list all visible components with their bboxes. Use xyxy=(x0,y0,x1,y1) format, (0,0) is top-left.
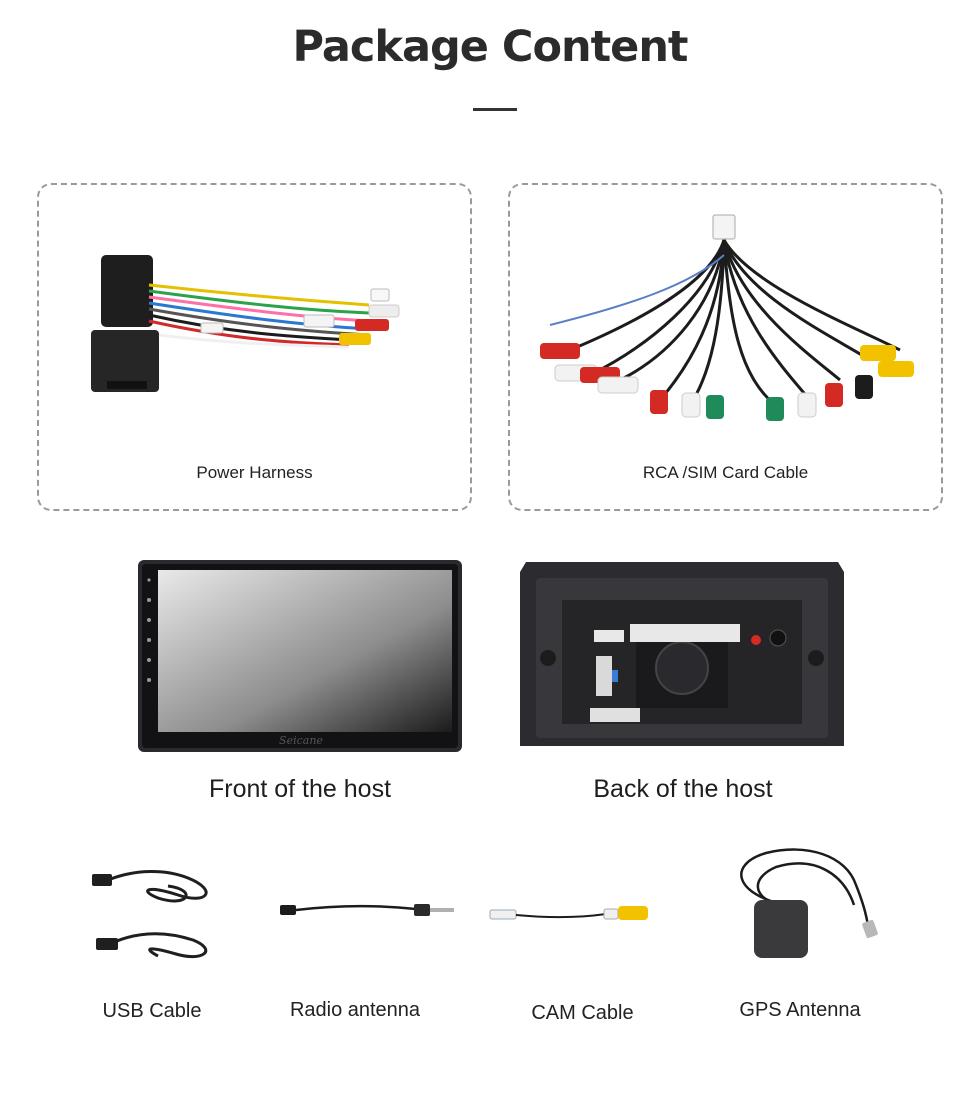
usb-cable-label: USB Cable xyxy=(102,1000,202,1022)
title-underline xyxy=(473,108,517,111)
page-title: Package Content xyxy=(292,22,689,72)
back-host-label: Back of the host xyxy=(593,775,773,803)
rca-sim-card: RCA /SIM Card Cable xyxy=(508,183,943,511)
usb-cable-image xyxy=(88,850,218,965)
power-harness-image xyxy=(91,255,400,392)
power-harness-card: Power Harness xyxy=(37,183,472,511)
host-brand: Seicane xyxy=(279,734,323,747)
power-harness-label: Power Harness xyxy=(196,463,313,482)
front-host-label: Front of the host xyxy=(208,775,392,803)
rca-cable-image xyxy=(540,214,914,421)
cam-cable-label: CAM Cable xyxy=(531,1002,634,1024)
radio-antenna-label: Radio antenna xyxy=(289,999,421,1021)
gps-antenna-label: GPS Antenna xyxy=(739,999,861,1021)
host-back-image xyxy=(518,560,846,752)
radio-antenna-image xyxy=(278,895,458,925)
gps-antenna-image xyxy=(726,845,886,965)
rca-sim-label: RCA /SIM Card Cable xyxy=(642,463,809,482)
cam-cable-image xyxy=(488,898,653,930)
host-front-image: Seicane xyxy=(138,560,462,752)
